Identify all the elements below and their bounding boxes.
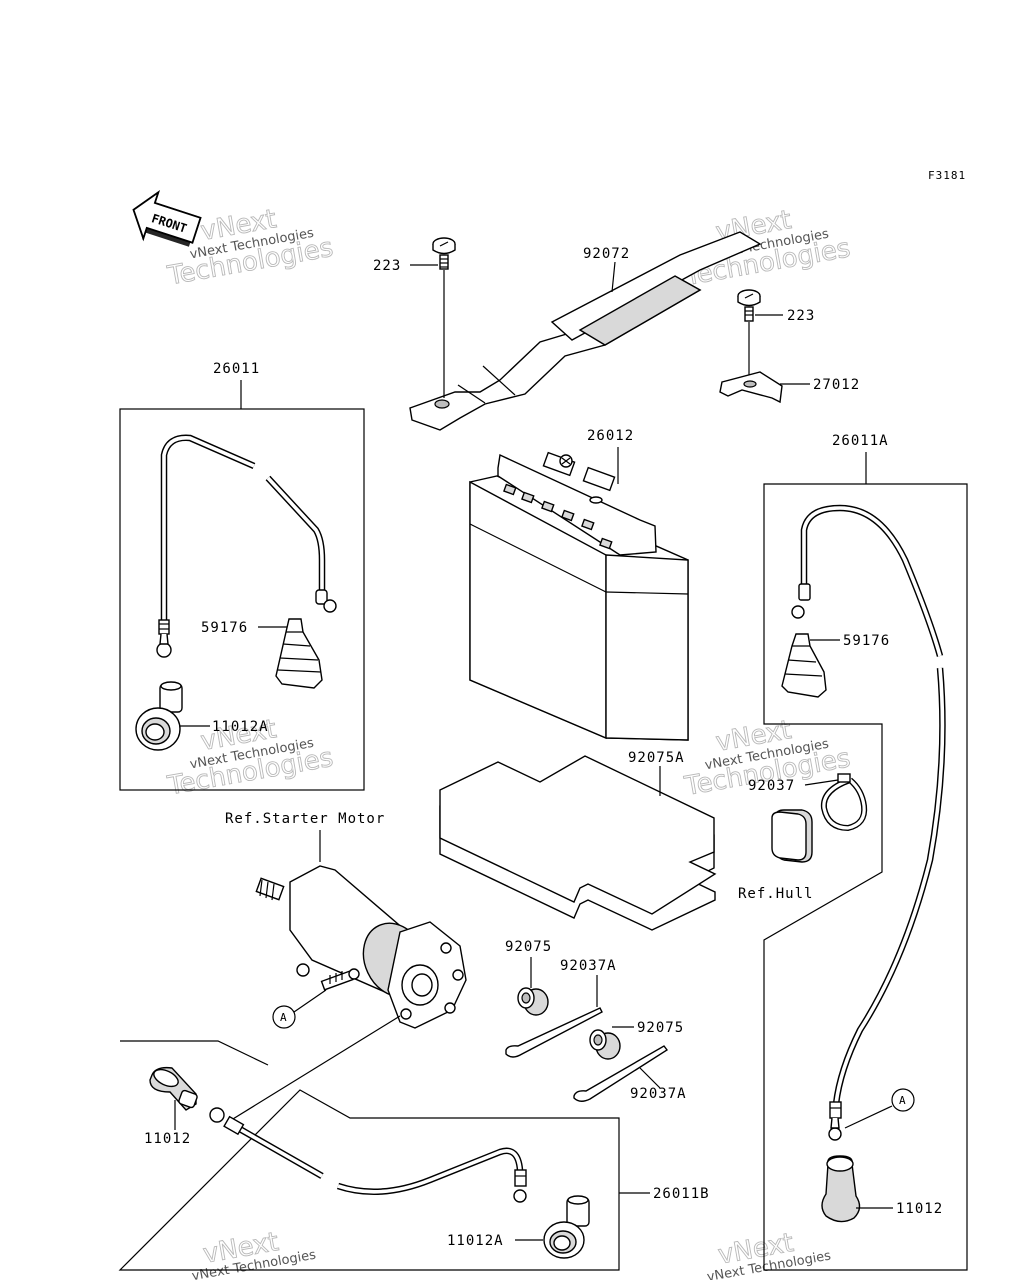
label-92037A-b: 92037A bbox=[630, 1086, 687, 1102]
leader-92037A-b bbox=[639, 1067, 661, 1089]
label-26011A: 26011A bbox=[832, 433, 889, 449]
label-26011B: 26011B bbox=[653, 1186, 710, 1202]
watermark-bottom-right: vNext vNext Technologies bbox=[706, 1227, 833, 1280]
box-26011A bbox=[763, 483, 968, 1271]
label-11012A-top: 11012A bbox=[212, 719, 269, 735]
boot-59176-left bbox=[275, 618, 323, 689]
cable-26011A bbox=[791, 504, 946, 1141]
leader-92037 bbox=[804, 779, 839, 786]
label-27012: 27012 bbox=[813, 377, 860, 393]
label-ref-hull: Ref.Hull bbox=[738, 886, 813, 902]
cable-26011B bbox=[209, 1107, 527, 1203]
watermark-group: vNext Technologies vNext Technologies vN… bbox=[164, 204, 853, 1280]
label-92037A-a: 92037A bbox=[560, 958, 617, 974]
label-223-left: 223 bbox=[373, 258, 401, 274]
starter-motor bbox=[255, 865, 467, 1029]
boot-59176-right bbox=[781, 633, 827, 698]
cotter-pin-92037A-a bbox=[505, 1007, 603, 1058]
svg-text:A: A bbox=[899, 1094, 907, 1107]
label-11012-left: 11012 bbox=[144, 1131, 191, 1147]
label-92075-b: 92075 bbox=[637, 1020, 684, 1036]
label-59176-right: 59176 bbox=[843, 633, 890, 649]
callout-a-left: A bbox=[272, 989, 327, 1029]
grommet-92075-a bbox=[517, 987, 549, 1016]
bolt-223-left bbox=[432, 237, 456, 398]
cover-11012A-top bbox=[135, 681, 183, 751]
front-arrow-icon: FRONT bbox=[132, 189, 202, 247]
box-26011 bbox=[119, 408, 365, 791]
cover-11012-left bbox=[149, 1066, 198, 1111]
battery-26012 bbox=[469, 451, 689, 741]
label-11012A-bottom: 11012A bbox=[447, 1233, 504, 1249]
bolt-223-right bbox=[737, 289, 761, 378]
label-26012: 26012 bbox=[587, 428, 634, 444]
hull-plug bbox=[771, 809, 813, 863]
cable-26011 bbox=[156, 434, 337, 658]
cable-link-line bbox=[227, 1015, 401, 1123]
label-92075A: 92075A bbox=[628, 750, 685, 766]
watermark-bottom-left: vNext vNext Technologies bbox=[191, 1227, 318, 1280]
figure-id: F3181 bbox=[928, 169, 966, 182]
stud-a bbox=[320, 968, 360, 991]
leader-92072 bbox=[611, 261, 616, 293]
tray-92075A bbox=[439, 755, 717, 931]
callout-a-right: A bbox=[844, 1088, 915, 1129]
label-ref-starter-motor: Ref.Starter Motor bbox=[225, 811, 385, 827]
watermark-top-right: vNext Technologies vNext Technologies bbox=[681, 205, 853, 293]
label-92037: 92037 bbox=[748, 778, 795, 794]
battery-strap-92072 bbox=[409, 231, 762, 431]
cover-11012-right bbox=[821, 1155, 861, 1223]
label-26011: 26011 bbox=[213, 361, 260, 377]
label-223-right: 223 bbox=[787, 308, 815, 324]
bracket-27012 bbox=[719, 371, 783, 404]
clamp-92037 bbox=[820, 773, 868, 832]
box-26011B bbox=[118, 1040, 620, 1271]
cover-11012A-bottom bbox=[543, 1195, 590, 1259]
cotter-pin-92037A-b bbox=[573, 1045, 669, 1102]
label-92072: 92072 bbox=[583, 246, 630, 262]
svg-text:A: A bbox=[280, 1011, 288, 1024]
label-92075-a: 92075 bbox=[505, 939, 552, 955]
grommet-92075-b bbox=[589, 1029, 621, 1060]
label-11012-right: 11012 bbox=[896, 1201, 943, 1217]
label-59176-left: 59176 bbox=[201, 620, 248, 636]
